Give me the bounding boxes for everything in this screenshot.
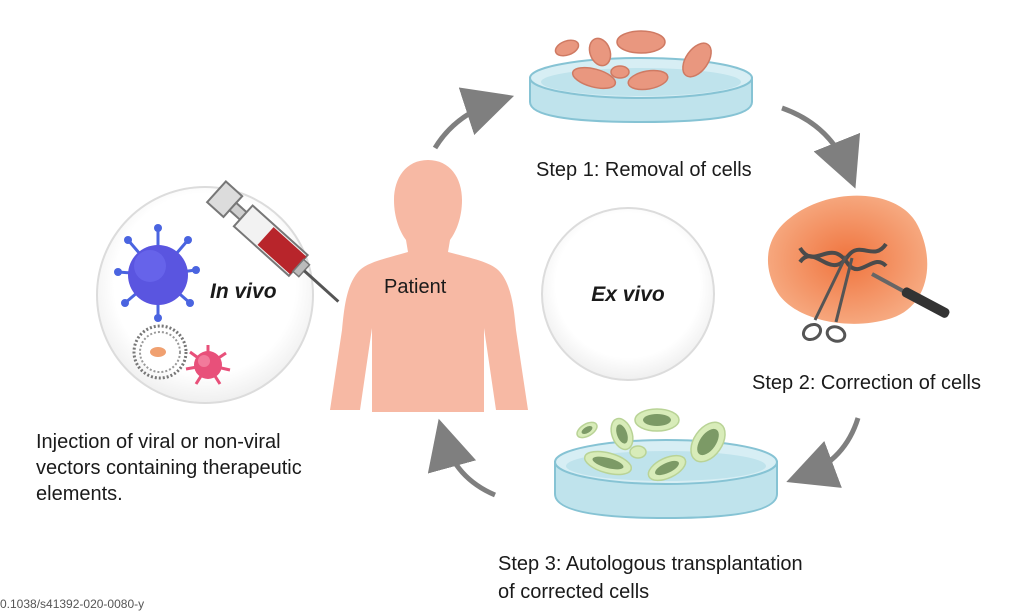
arrow-to-step2 <box>781 105 861 189</box>
arrow-to-step3 <box>786 417 861 488</box>
patient-figure: Patient <box>330 160 528 412</box>
ex-vivo-label: Ex vivo <box>591 283 665 306</box>
arrow-to-patient <box>427 418 496 498</box>
step3-label-line2: of corrected cells <box>498 581 649 603</box>
step3-label-line1: Step 3: Autologous transplantation <box>498 553 803 575</box>
blue-virus-icon <box>114 224 200 322</box>
liposome-icon <box>132 324 188 380</box>
step1-label: Step 1: Removal of cells <box>536 159 752 181</box>
in-vivo-caption: Injection of viral or non-viral vectors … <box>36 431 302 505</box>
step2-label: Step 2: Correction of cells <box>752 372 981 394</box>
doi-footer: 0.1038/s41392-020-0080-y <box>0 597 144 611</box>
scissors-icon <box>801 255 854 343</box>
corrected-cells <box>576 408 726 482</box>
cycle-arrows <box>427 87 861 498</box>
dna-helix-icon <box>798 242 888 272</box>
arrow-to-step1 <box>432 87 515 150</box>
scalpel-icon <box>871 272 950 318</box>
patient-label: Patient <box>384 276 447 298</box>
step3-petri-dish: Step 3: Autologous transplantation of co… <box>498 408 803 603</box>
pink-virus-icon <box>185 345 231 385</box>
in-vivo-circle: In vivo <box>96 186 314 404</box>
syringe-icon <box>205 180 340 303</box>
in-vivo-label: In vivo <box>210 280 277 303</box>
ex-vivo-circle: Ex vivo <box>541 207 715 381</box>
step2-correction: Step 2: Correction of cells <box>752 195 981 394</box>
caption-line-1: Injection of viral or non-viral <box>36 431 281 453</box>
removed-cells <box>554 30 712 91</box>
caption-line-3: elements. <box>36 483 123 505</box>
step1-petri-dish: Step 1: Removal of cells <box>529 30 753 181</box>
caption-line-2: vectors containing therapeutic <box>36 457 302 479</box>
